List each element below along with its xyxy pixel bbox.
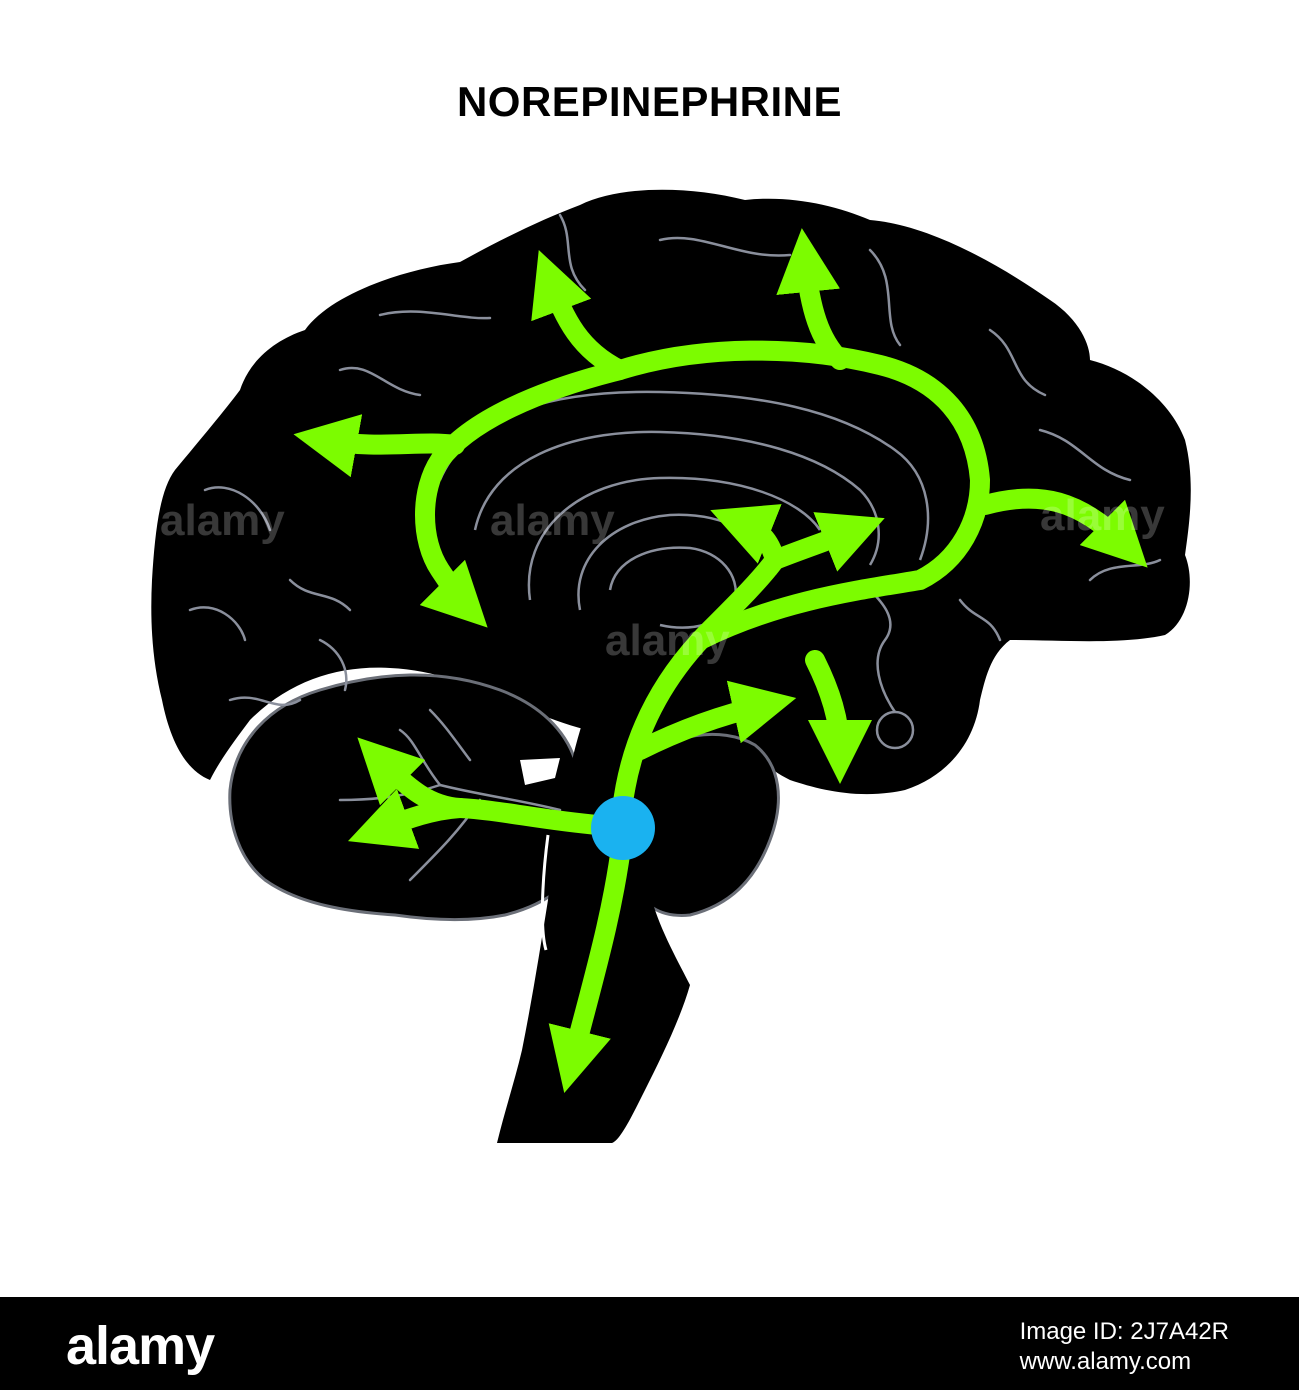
pathway-temporal	[805, 650, 872, 784]
pathway-frontal-up	[531, 250, 630, 380]
pathway-occipital	[975, 488, 1148, 568]
pathways	[293, 228, 1148, 1094]
pathway-loop	[415, 340, 990, 650]
watermark-left: alamy	[160, 496, 285, 545]
pathway-cerebellum-lower	[347, 788, 470, 849]
pathway-midbrain	[630, 680, 797, 760]
brain-diagram: alamy alamy alamy alamy	[151, 189, 1191, 1143]
diagram-title: NOREPINEPHRINE	[456, 78, 843, 125]
footer-logo: alamy	[66, 1316, 215, 1376]
image-id: Image ID: 2J7A42R	[1019, 1318, 1229, 1345]
footer-meta: Image ID: 2J7A42R www.alamy.com	[1020, 1317, 1229, 1377]
notch	[520, 758, 560, 785]
watermark-right: alamy	[1040, 491, 1165, 540]
pathway-hypothalamus	[765, 512, 885, 572]
cerebrum	[151, 189, 1191, 795]
site-url: www.alamy.com	[1019, 1348, 1192, 1375]
pathway-spinal	[548, 830, 632, 1094]
footer-bar: alamy Image ID: 2J7A42R www.alamy.com	[0, 1297, 1299, 1390]
watermark-center: alamy	[490, 496, 615, 545]
watermark-mid: alamy	[605, 616, 730, 665]
spinal-line	[540, 834, 550, 951]
brainstem	[497, 682, 690, 1143]
locus-coeruleus-dot	[591, 796, 655, 860]
pathway-frontal-left	[293, 414, 465, 478]
pathway-parietal-up	[776, 228, 850, 370]
pons	[633, 732, 780, 917]
